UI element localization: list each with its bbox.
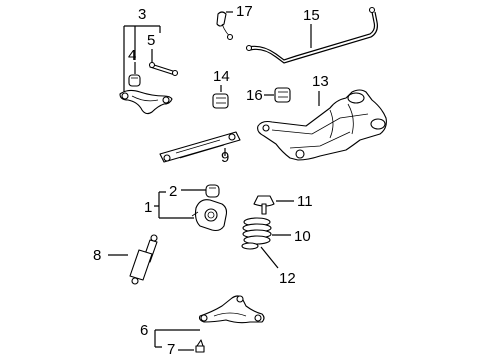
leader-12 <box>260 246 279 269</box>
part-3-upper-control-arm <box>119 89 173 115</box>
part-12-spring-seat <box>241 242 259 250</box>
part-9-lateral-link <box>159 131 241 163</box>
part-8-shock-absorber <box>129 234 158 285</box>
leader-lines <box>108 11 320 351</box>
callout-10: 10 <box>294 228 311 245</box>
part-15-stabilizer-bar <box>245 6 378 64</box>
callout-2: 2 <box>169 183 177 200</box>
callout-6: 6 <box>140 322 148 339</box>
callout-9: 9 <box>221 149 229 166</box>
callout-12: 12 <box>279 270 296 287</box>
leader-3-bracket <box>123 25 161 92</box>
callout-16: 16 <box>246 87 263 104</box>
callout-17: 17 <box>236 3 253 20</box>
callout-15: 15 <box>303 7 320 24</box>
part-1-knuckle <box>191 199 228 232</box>
part-6-lower-control-arm <box>198 295 265 324</box>
part-16-bushing <box>274 87 291 103</box>
part-14-bushing <box>212 93 229 109</box>
part-13-subframe <box>257 89 387 161</box>
callout-1: 1 <box>144 199 152 216</box>
leader-1-bracket <box>154 191 194 219</box>
callout-11: 11 <box>297 193 313 210</box>
part-17-clip <box>216 11 234 41</box>
leader-6-bracket <box>154 329 200 348</box>
callout-5: 5 <box>147 32 155 49</box>
callout-4: 4 <box>128 47 136 64</box>
part-5-link <box>148 61 179 77</box>
part-10-coil-spring <box>242 217 272 245</box>
callout-14: 14 <box>213 68 230 85</box>
callout-3: 3 <box>138 6 146 23</box>
callout-8: 8 <box>93 247 101 264</box>
part-11-bump-stop <box>253 195 275 215</box>
part-2-bushing <box>205 184 220 198</box>
part-7-nut <box>195 339 205 353</box>
part-4-bushing <box>128 74 141 87</box>
callout-13: 13 <box>312 73 329 90</box>
callout-7: 7 <box>167 341 175 358</box>
